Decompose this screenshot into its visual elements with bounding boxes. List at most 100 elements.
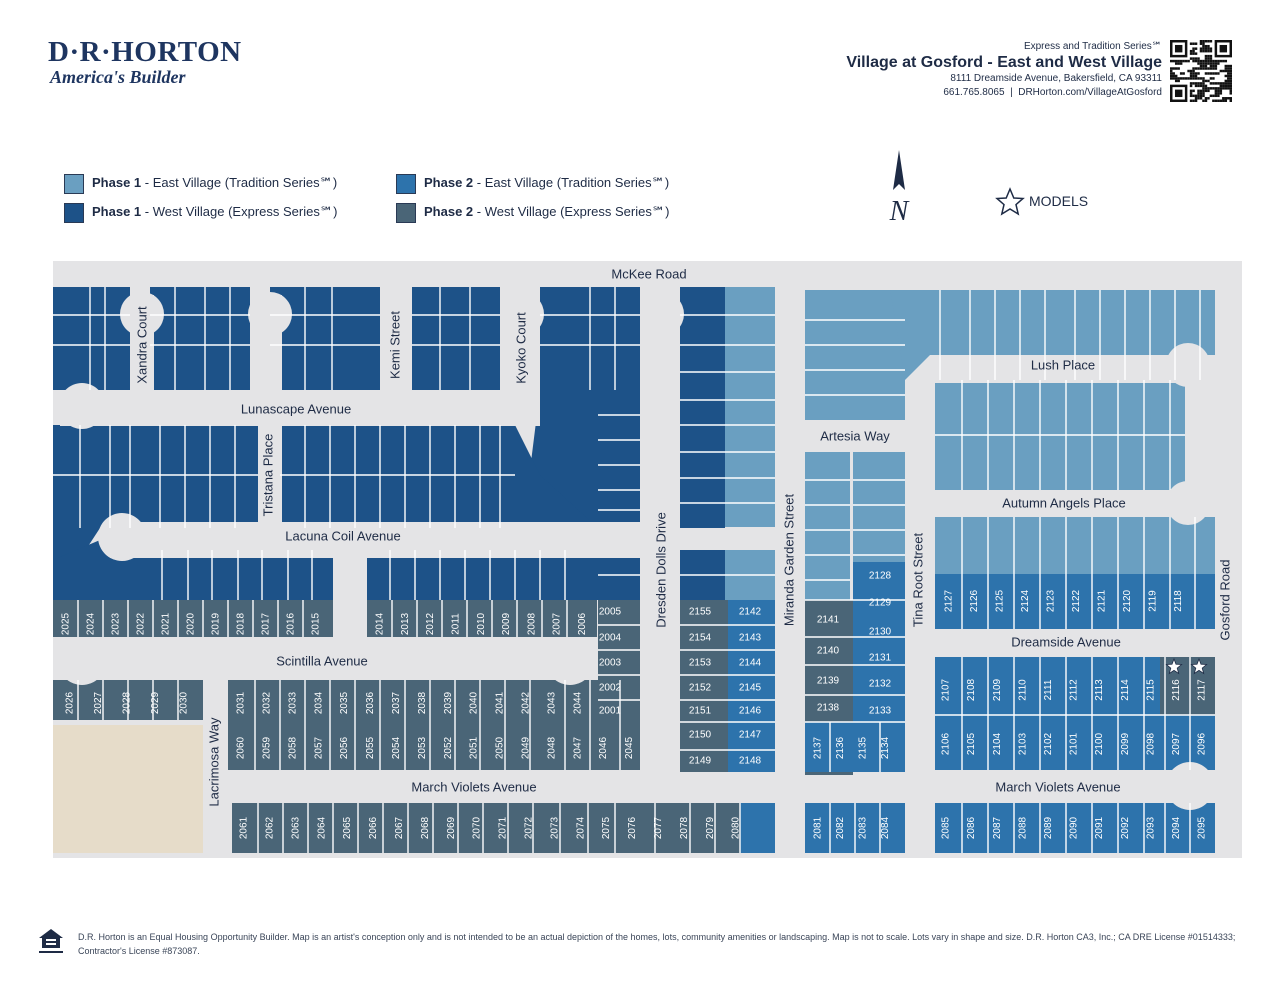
lot-number: 2114 <box>1120 679 1131 701</box>
street-kemi: Kemi Street <box>387 311 402 379</box>
lot-number: 2104 <box>992 732 1003 755</box>
lot-number: 2132 <box>869 679 892 690</box>
legend-item-phase1-east: Phase 1 - East Village (Tradition Series… <box>64 172 337 194</box>
lot-number: 2102 <box>1043 732 1054 755</box>
lot-number: 2078 <box>679 816 690 839</box>
lot-number: 2084 <box>880 816 891 839</box>
lot-number: 2004 <box>599 633 622 644</box>
street-xandra: Xandra Court <box>134 306 149 384</box>
street-mckee: McKee Road <box>611 266 686 281</box>
lot-number: 2134 <box>880 736 891 759</box>
lot-number: 2137 <box>813 736 824 759</box>
block-tina-west <box>853 452 905 562</box>
community-title: Village at Gosford - East and West Villa… <box>846 54 1162 71</box>
lot-number: 2049 <box>521 736 532 759</box>
lot-number: 2100 <box>1094 732 1105 755</box>
block-2132-col <box>853 674 905 722</box>
lot-number: 2008 <box>526 612 537 635</box>
lot-number: 2143 <box>739 633 762 644</box>
street-dreamside: Dreamside Avenue <box>1011 634 1121 649</box>
qr-code-icon[interactable] <box>1170 40 1232 102</box>
lot-number: 2138 <box>817 703 840 714</box>
lot-number: 2099 <box>1120 732 1131 755</box>
lot-number: 2019 <box>211 612 222 635</box>
lot-number: 2028 <box>122 691 133 714</box>
community-header: Express and Tradition Series℠ Village at… <box>742 40 1162 100</box>
lot-number: 2128 <box>869 571 892 582</box>
lot-number: 2096 <box>1197 732 1208 755</box>
lot-number: 2123 <box>1046 589 1057 612</box>
lot-number: 2116 <box>1171 679 1182 701</box>
lot-number: 2142 <box>739 607 762 618</box>
lot-number: 2033 <box>287 691 298 714</box>
lot-number: 2106 <box>941 732 952 755</box>
lot-number: 2021 <box>161 612 172 635</box>
block-2061-row <box>232 803 775 853</box>
miranda-road <box>775 287 805 853</box>
equal-housing-icon <box>39 929 63 953</box>
mckee-road <box>53 261 1242 287</box>
lot-number: 2048 <box>546 736 557 759</box>
lot-number: 2046 <box>598 736 609 759</box>
lot-number: 2098 <box>1145 732 1156 755</box>
drhorton-logo: D·R·HORTON America's Builder <box>48 36 241 90</box>
block-2106-row <box>935 715 1215 770</box>
lot-number: 2034 <box>313 691 324 714</box>
star-icon <box>995 187 1025 216</box>
lot-number: 2074 <box>575 816 586 839</box>
lot-number: 2092 <box>1120 816 1131 839</box>
lot-number: 2050 <box>495 736 506 759</box>
lot-number: 2061 <box>239 816 250 839</box>
lot-number: 2060 <box>236 736 247 759</box>
lot-number: 2036 <box>365 691 376 714</box>
block-xandra-west <box>53 287 130 390</box>
lot-number: 2040 <box>469 691 480 714</box>
block-lunascape-south-w <box>53 425 258 528</box>
legend-item-phase2-west: Phase 2 - West Village (Express Series℠) <box>396 201 669 223</box>
legend-item-phase2-east: Phase 2 - East Village (Tradition Series… <box>396 172 669 194</box>
lot-number: 2117 <box>1197 679 1208 701</box>
lot-number: 2097 <box>1171 732 1182 755</box>
lot-number: 2085 <box>941 816 952 839</box>
lot-number: 2059 <box>262 736 273 759</box>
street-kyoko: Kyoko Court <box>513 312 528 384</box>
march-violets-west <box>205 772 775 803</box>
lot-number: 2151 <box>689 706 712 717</box>
lot-number: 2131 <box>869 653 892 664</box>
autumn-cul-de-sac <box>1166 481 1210 525</box>
lot-number: 2140 <box>817 646 840 657</box>
street-tina: Tina Root Street <box>910 533 925 628</box>
street-tristana: Tristana Place <box>260 434 275 517</box>
lot-number: 2002 <box>599 683 622 694</box>
lot-number: 2082 <box>835 816 846 839</box>
lot-number: 2026 <box>65 691 76 714</box>
lot-number: 2087 <box>992 816 1003 839</box>
lot-number: 2010 <box>476 612 487 635</box>
lot-number: 2018 <box>236 612 247 635</box>
lot-number: 2054 <box>391 736 402 759</box>
lot-number: 2118 <box>1173 590 1184 612</box>
block-lunascape-south-e <box>280 425 598 528</box>
series-label: Express and Tradition Series℠ <box>1023 41 1162 52</box>
lot-number: 2112 <box>1069 679 1080 701</box>
block-2137-col <box>805 722 853 772</box>
lot-number: 2086 <box>966 816 977 839</box>
march-violets-east <box>905 770 1190 803</box>
scintilla-west-cds <box>58 637 106 685</box>
lot-number: 2069 <box>446 816 457 839</box>
lot-number: 2150 <box>689 730 712 741</box>
lot-number: 2077 <box>653 816 664 839</box>
kyoko-cul-de-sac <box>500 292 544 336</box>
lot-number: 2147 <box>739 730 762 741</box>
lush-road <box>935 355 1190 383</box>
brand-name: D·R·HORTON <box>48 36 242 68</box>
block-lush-north <box>890 290 1215 380</box>
lot-number: 2152 <box>689 683 712 694</box>
lot-number: 2073 <box>549 816 560 839</box>
lot-number: 2015 <box>311 612 322 635</box>
lot-number: 2017 <box>261 612 272 635</box>
lot-number: 2136 <box>835 736 846 759</box>
lot-number: 2013 <box>400 612 411 635</box>
lot-number: 2091 <box>1094 816 1105 839</box>
lot-number: 2051 <box>469 736 480 759</box>
